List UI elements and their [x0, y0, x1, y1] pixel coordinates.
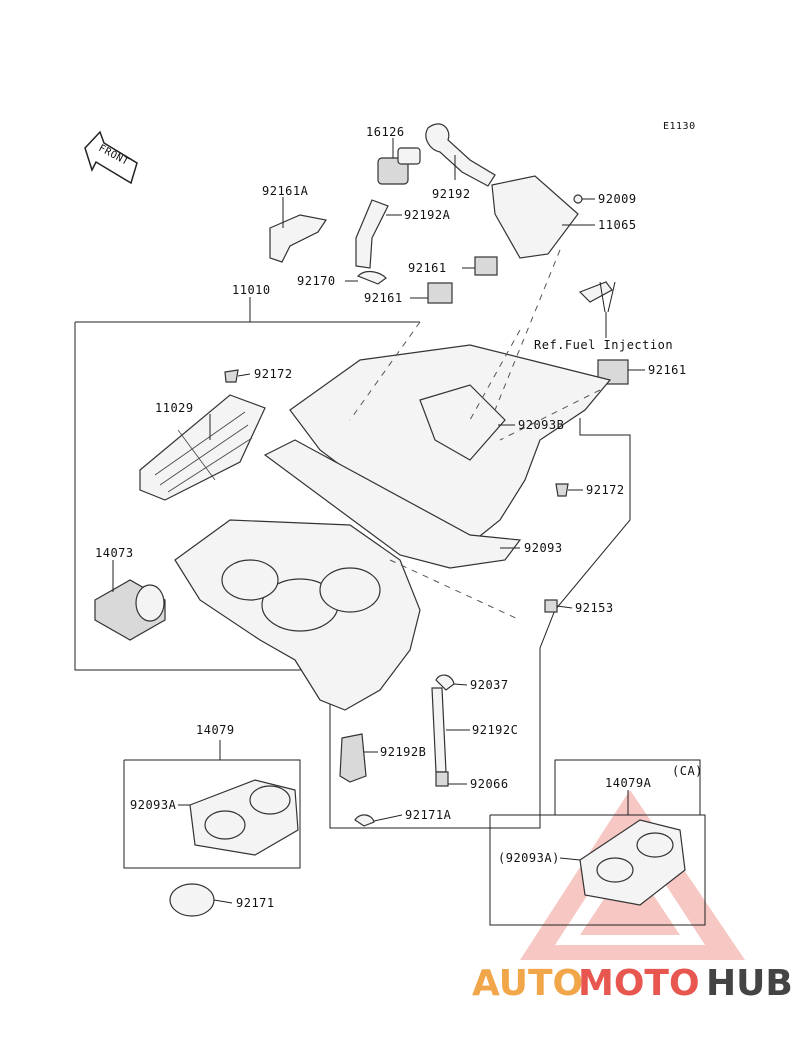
label-92170: 92170: [297, 274, 336, 288]
clip-92170: [356, 270, 387, 285]
label-92192b: 92192B: [380, 745, 426, 759]
label-92192c: 92192C: [472, 723, 518, 737]
box-14079a-ca: [489, 814, 706, 926]
watermark-hub: HUB: [706, 963, 793, 1004]
plug-92066: [435, 771, 449, 787]
watermark-text: AUTO MOTO HUB: [472, 963, 793, 1004]
nut-92153: [544, 599, 558, 613]
fitting-fuel: [578, 281, 613, 303]
label-11010: 11010: [232, 283, 271, 297]
label-16126: 16126: [366, 125, 405, 139]
label-92009: 92009: [598, 192, 637, 206]
hose-92192: [425, 123, 496, 187]
plate-11065: [491, 175, 579, 259]
label-92172-lower: 92172: [586, 483, 625, 497]
label-92192: 92192: [432, 187, 471, 201]
clip-92171a: [354, 814, 375, 827]
ref-note: Ref.Fuel Injection: [534, 338, 673, 352]
label-92153: 92153: [575, 601, 614, 615]
label-14079a: 14079A: [605, 776, 652, 790]
hose-92192c: [431, 687, 447, 773]
ca-tag: (CA): [672, 764, 703, 778]
label-92093a: 92093A: [130, 798, 177, 812]
diagram-code: E1130: [663, 121, 696, 132]
label-92172-upper: 92172: [254, 367, 293, 381]
label-92066: 92066: [470, 777, 509, 791]
gasket-92093b: [419, 384, 506, 461]
leader-lines: [112, 138, 645, 904]
plug-92192b: [339, 733, 367, 783]
label-92161a: 92161A: [262, 184, 309, 198]
label-92171: 92171: [236, 896, 275, 910]
label-92093: 92093: [524, 541, 563, 555]
part-labels: 16126 92161A 92192 92192A 92009 11065 92…: [95, 125, 703, 910]
label-92192a: 92192A: [404, 208, 451, 222]
hose-92192a: [355, 199, 389, 269]
label-11065: 11065: [598, 218, 637, 232]
label-92093b: 92093B: [518, 418, 564, 432]
bolt-92172-lower: [555, 483, 569, 497]
group-bracket-11010: [74, 322, 330, 671]
label-92161-right: 92161: [648, 363, 687, 377]
watermark-auto: AUTO: [472, 963, 583, 1004]
label-92161-upper: 92161: [408, 261, 447, 275]
gasket-92093: [263, 439, 522, 569]
label-92161-lower: 92161: [364, 291, 403, 305]
label-11029: 11029: [155, 401, 194, 415]
front-arrow-icon: FRONT: [84, 130, 138, 185]
pad-92161-lower: [427, 282, 453, 304]
assembly-dashed-lines: [349, 249, 601, 621]
watermark-moto: MOTO: [578, 963, 700, 1004]
box-14079: [123, 759, 301, 869]
label-14073: 14073: [95, 546, 134, 560]
label-92093a-ca: (92093A): [498, 851, 560, 865]
sensor-16126: [377, 147, 421, 185]
pad-92161-upper: [474, 256, 498, 276]
label-92171a: 92171A: [405, 808, 452, 822]
filter-element-11029: [139, 394, 266, 501]
label-14079: 14079: [196, 723, 235, 737]
label-92037: 92037: [470, 678, 509, 692]
bracket-92161a: [269, 214, 328, 263]
bolt-92172-upper: [224, 369, 239, 383]
clamp-92171: [169, 883, 215, 917]
